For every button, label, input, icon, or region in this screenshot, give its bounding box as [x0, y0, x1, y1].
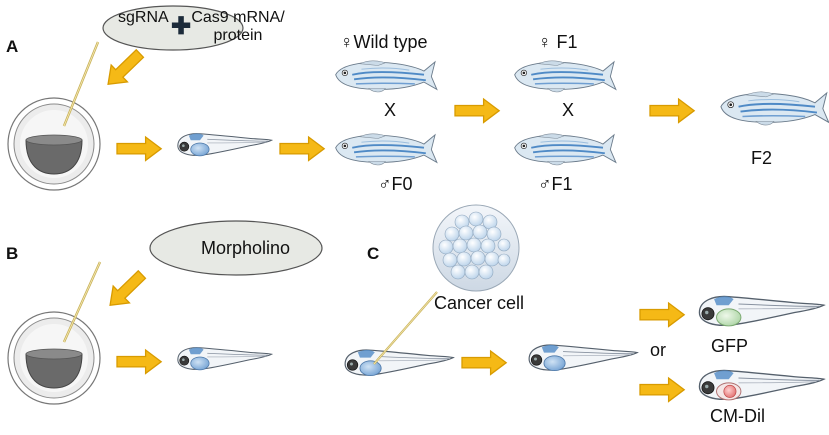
adult-zebrafish-icon — [513, 132, 617, 166]
or-label: or — [650, 340, 667, 360]
f1-female-label: ♀ F1 — [538, 32, 578, 52]
arrow-icon — [279, 136, 325, 162]
arrow-icon — [454, 98, 500, 124]
embryo-icon — [7, 97, 101, 191]
cas9-label-line2: protein — [213, 27, 263, 44]
f2-label: F2 — [751, 148, 773, 168]
cancer-cell-cluster-icon — [432, 204, 520, 292]
morpholino-bubble — [149, 220, 323, 276]
reagent-bubble — [102, 5, 244, 51]
adult-zebrafish-icon — [513, 59, 617, 93]
arrow-icon — [639, 377, 685, 403]
gfp-label: GFP — [711, 336, 749, 356]
larva-icon — [177, 133, 273, 157]
larva-icon — [177, 347, 273, 371]
cross-mark: X — [384, 100, 397, 120]
adult-zebrafish-icon — [334, 132, 438, 166]
arrow-icon — [116, 136, 162, 162]
panel-label-c: C — [367, 244, 380, 263]
gfp-larva-icon — [698, 295, 825, 327]
larva-icon — [344, 349, 454, 377]
cas9-label: Cas9 mRNA/ protein — [188, 9, 288, 45]
cancer-cell-label: Cancer cell — [434, 293, 525, 313]
adult-zebrafish-icon — [334, 59, 438, 93]
cm-dil-label: CM-Dil — [710, 406, 765, 426]
f1-male-label: ♂F1 — [538, 174, 573, 194]
dil-larva-icon — [698, 369, 825, 401]
arrow-icon — [101, 265, 151, 315]
arrow-icon — [461, 350, 507, 376]
arrow-icon — [116, 349, 162, 375]
embryo-icon — [7, 311, 101, 405]
arrow-icon — [649, 98, 695, 124]
plus-icon: ✚ — [171, 13, 192, 40]
panel-label-a: A — [6, 37, 19, 56]
cross-mark: X — [562, 100, 575, 120]
f0-label: ♂F0 — [378, 174, 413, 194]
panel-label-b: B — [6, 244, 19, 263]
wild-type-label: ♀Wild type — [340, 32, 428, 52]
morpholino-label: Morpholino — [201, 238, 291, 258]
adult-zebrafish-icon — [719, 90, 829, 127]
arrow-icon — [99, 44, 149, 94]
cas9-label-line1: Cas9 mRNA/ — [191, 9, 285, 26]
larva-icon — [528, 344, 638, 372]
arrow-icon — [639, 302, 685, 328]
sgrna-label: sgRNA — [118, 9, 169, 26]
